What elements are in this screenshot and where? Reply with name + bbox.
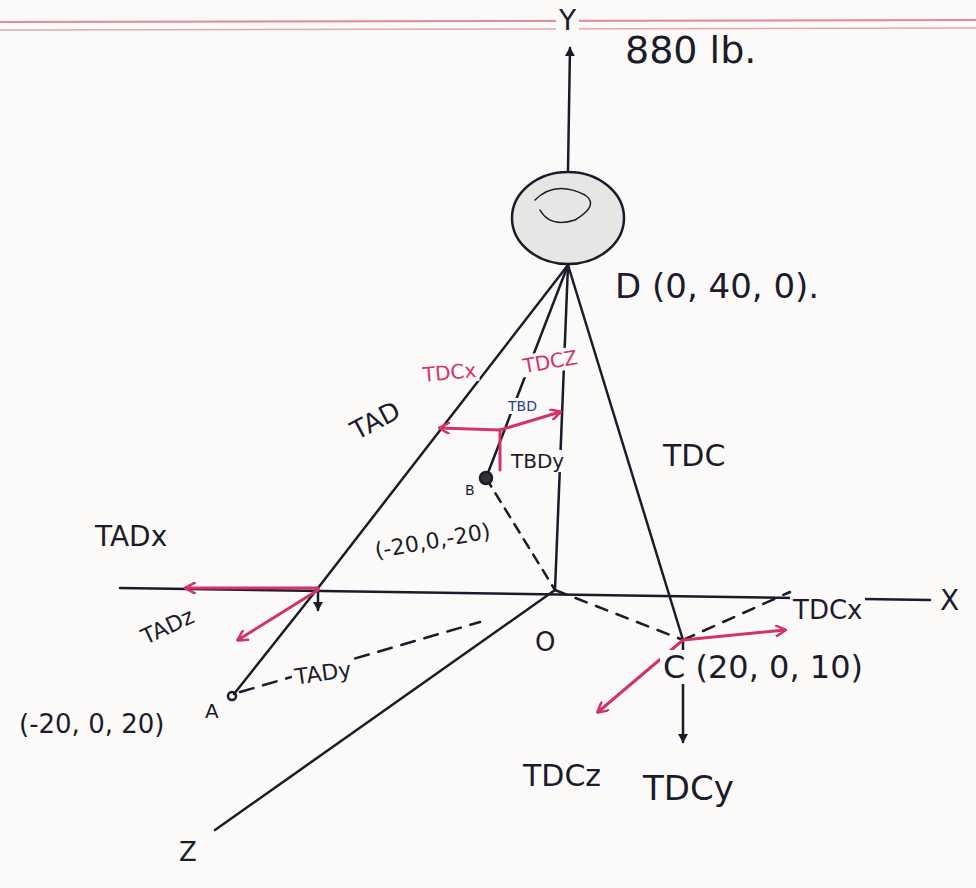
force-label: TADy [290, 657, 355, 689]
load-sphere [512, 172, 624, 264]
point-b [480, 472, 492, 484]
point-label: B [462, 482, 478, 498]
force-arrow [238, 590, 318, 640]
load-value: 880 lb. [622, 30, 759, 70]
y-axis [568, 48, 570, 170]
axis-label: Y [556, 6, 579, 36]
force-arrow [499, 430, 502, 470]
point-coordinate: (-20, 0, 20) [16, 710, 167, 738]
guide-line [683, 592, 790, 640]
force-label: TDCx [419, 359, 480, 386]
force-label: TADx [92, 522, 170, 552]
force-label: TDCy [640, 770, 737, 806]
force-label: TBD [505, 398, 540, 414]
force-label: TDCZ [518, 346, 582, 378]
force-arrow [440, 428, 500, 430]
guide-line [240, 622, 480, 692]
guide-line [555, 590, 683, 640]
point-label: A [202, 700, 222, 722]
page-rule [0, 28, 976, 30]
point-coordinate: D (0, 40, 0). [612, 268, 822, 304]
mast [555, 265, 568, 590]
force-label: TDCz [520, 760, 604, 792]
force-label: TBDy [508, 450, 567, 472]
guide-line [486, 478, 555, 590]
sphere-shading [535, 189, 591, 223]
force-label: TADz [135, 603, 201, 651]
force-arrow [186, 587, 318, 590]
cable-ad [318, 265, 568, 588]
origin-label: O [532, 628, 558, 656]
force-label: TDC [660, 440, 728, 472]
force-arrow [500, 412, 560, 430]
point-coordinate: (-20,0,-20) [370, 519, 495, 564]
force-label: TAD [343, 395, 407, 447]
point-a [228, 692, 236, 700]
force-label: TDCx [790, 596, 865, 624]
page-rule [0, 20, 976, 22]
z-axis [215, 590, 555, 830]
point-coordinate: C (20, 0, 10) [660, 650, 866, 684]
axis-label: Z [176, 838, 200, 866]
force-arrow [683, 630, 785, 640]
axis-label: X [937, 586, 962, 616]
